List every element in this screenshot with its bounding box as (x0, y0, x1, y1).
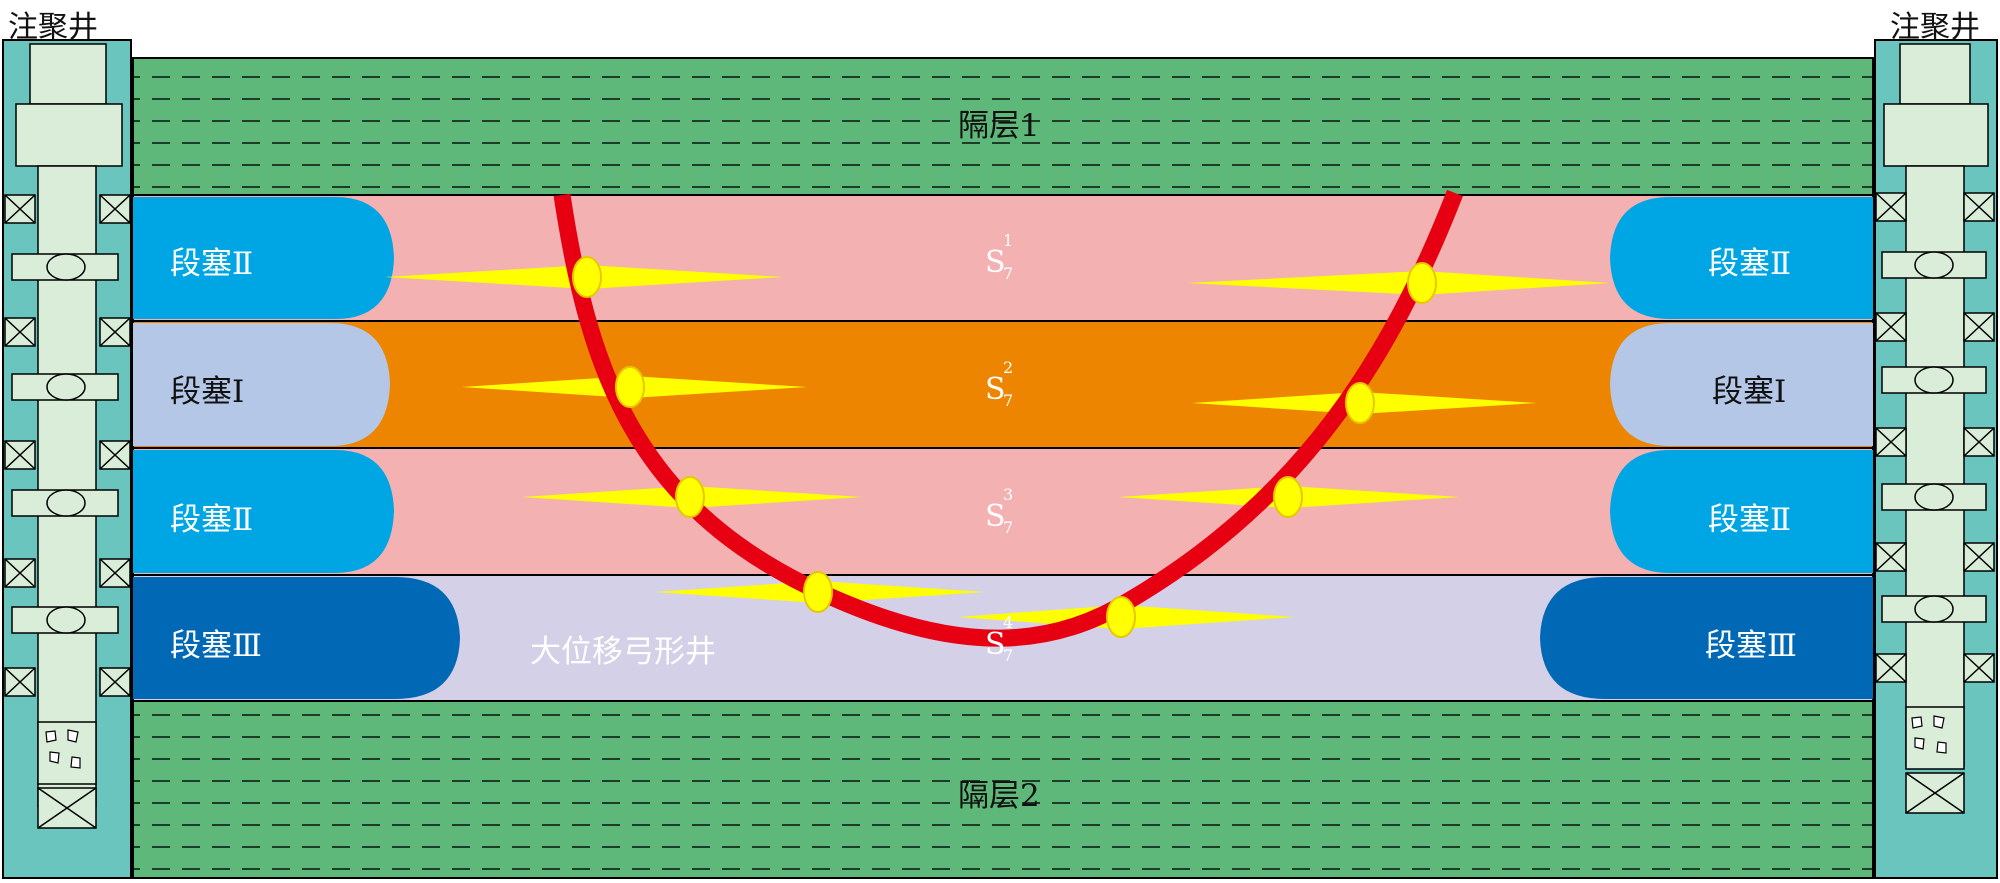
sublayer-1-sup: 1 (1003, 231, 1014, 250)
plug-right-4 (1540, 577, 1873, 699)
packer-left-a-5-cross (4, 667, 36, 697)
arc-well-label: 大位移弓形井 (530, 634, 716, 670)
sublayer-2-main: S (985, 372, 1006, 407)
sublayer-3-main: S (985, 499, 1006, 534)
sublayer-4-sub: 7 (1003, 646, 1014, 665)
packer-left-b-1-cross (99, 194, 131, 224)
fracture-8 (1187, 271, 1610, 295)
packers-left (4, 194, 131, 697)
layer-boundaries (133, 194, 1873, 702)
plug-left-1 (133, 197, 394, 319)
sublayer-4-symbol: S 4 7 (985, 615, 1013, 664)
barrier-top (132, 57, 1874, 196)
packer-left-b-3-cross (99, 440, 131, 470)
packer-left-a-2-cross (4, 317, 36, 347)
packer-right-a-2-cross (1875, 312, 1907, 342)
injection-well-right (1874, 39, 1998, 879)
plug-right-2 (1610, 323, 1873, 446)
plug-left-2 (133, 323, 390, 446)
sublayer-1-sub: 7 (1003, 264, 1014, 283)
plug-left-4-label: 段塞Ⅲ (170, 628, 262, 664)
fracture-joint-6 (1273, 476, 1303, 518)
sublayer-4-main: S (985, 627, 1006, 662)
packer-left-b-2-cross (99, 317, 131, 347)
sublayer-4-sup: 4 (1003, 613, 1014, 632)
plug-left-3 (133, 450, 394, 573)
sublayer-3-sup: 3 (1003, 485, 1014, 504)
plug-left-3-label: 段塞Ⅱ (170, 502, 254, 538)
fracture-joint-8 (1407, 262, 1437, 304)
packer-left-b-4-cross (99, 558, 131, 588)
packer-right-b-1-cross (1963, 192, 1995, 222)
packer-right-a-3-cross (1875, 427, 1907, 457)
fracture-joints (572, 256, 1437, 638)
injection-well-right-label: 注聚井 (1890, 10, 1980, 45)
packer-left-a-4-cross (4, 558, 36, 588)
fracture-joint-3 (675, 476, 705, 518)
injection-well-left-label: 注聚井 (8, 10, 98, 45)
horizontal-arc-well (553, 189, 1463, 647)
plug-right-3 (1610, 450, 1873, 573)
packers-right (1875, 192, 1995, 683)
packer-left-a-3-cross (4, 440, 36, 470)
sublayer-2 (132, 320, 1874, 449)
plug-left-2-label: 段塞Ⅰ (170, 374, 245, 410)
plug-right-1 (1610, 197, 1873, 319)
plug-left-4 (133, 577, 460, 699)
packer-right-a-5-cross (1875, 653, 1907, 683)
packer-right-b-5-cross (1963, 653, 1995, 683)
packer-left-b-5-cross (99, 667, 131, 697)
injection-well-left (2, 39, 132, 879)
packer-right-b-3-cross (1963, 427, 1995, 457)
packer-left-a-1-cross (4, 194, 36, 224)
barrier-bottom-label: 隔层2 (958, 778, 1040, 814)
plug-left-1-label: 段塞Ⅱ (170, 246, 254, 282)
packer-right-b-2-cross (1963, 312, 1995, 342)
fracture-joint-4 (803, 571, 833, 613)
barrier-top-label: 隔层1 (958, 108, 1040, 144)
fracture-joint-5 (1106, 596, 1136, 638)
sublayer-2-symbol: S 2 7 (985, 360, 1013, 409)
sublayer-3-sub: 7 (1003, 518, 1014, 537)
packer-right-a-1-cross (1875, 192, 1907, 222)
sublayer-2-sup: 2 (1003, 358, 1014, 377)
barrier-bottom (132, 700, 1874, 879)
packer-right-a-4-cross (1875, 542, 1907, 572)
plug-right-3-label: 段塞Ⅱ (1708, 502, 1792, 538)
fracture-joint-1 (572, 256, 602, 298)
sublayer-3 (132, 447, 1874, 576)
packer-right-b-4-cross (1963, 542, 1995, 572)
plug-right-2-label: 段塞Ⅰ (1712, 374, 1787, 410)
fracture-joint-2 (615, 366, 645, 408)
plug-right-1-label: 段塞Ⅱ (1708, 246, 1792, 282)
plug-right-4-label: 段塞Ⅲ (1705, 628, 1797, 664)
sublayer-2-sub: 7 (1003, 391, 1014, 410)
sublayer-3-symbol: S 3 7 (985, 487, 1013, 536)
sublayer-1-symbol: S 1 7 (985, 233, 1013, 282)
sublayer-1-main: S (985, 245, 1006, 280)
fracture-joint-7 (1345, 382, 1375, 424)
